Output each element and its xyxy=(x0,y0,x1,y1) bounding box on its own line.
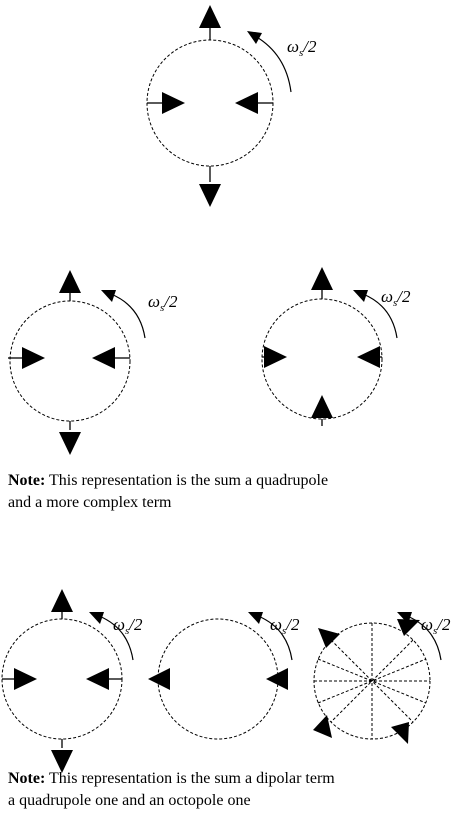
omega-label: ωs/2 xyxy=(113,615,143,637)
note-label: Note: xyxy=(8,770,46,787)
arrow-down xyxy=(51,739,73,773)
arrow-bottom-up xyxy=(311,395,333,426)
arrow-right-inward xyxy=(86,668,122,690)
diagram-bottom-right-octopole: ωs/2 xyxy=(313,612,451,744)
arrow-left-point-left xyxy=(148,668,170,690)
octopole-arrow-2 xyxy=(397,619,420,636)
arrow-left-inward xyxy=(8,347,45,369)
rotation-arrow xyxy=(101,290,146,339)
arrow-down xyxy=(59,421,81,455)
arrow-left-inward xyxy=(2,668,37,690)
diagram-bottom-left: ωs/2 xyxy=(1,589,143,773)
arrow-up xyxy=(59,270,81,301)
omega-label: ωs/2 xyxy=(381,287,411,309)
octopole-arrow-1 xyxy=(318,628,340,648)
omega-label: ωs/2 xyxy=(148,292,178,314)
dashed-circle xyxy=(157,618,279,740)
arrow-up xyxy=(311,267,333,299)
octopole-arrow-4 xyxy=(391,722,409,744)
omega-label: ωs/2 xyxy=(270,615,300,637)
arrow-up xyxy=(51,589,73,619)
rotation-arrow xyxy=(248,612,293,661)
note-line-1: This representation is the sum a dipolar… xyxy=(45,770,335,787)
note-line-1: This representation is the sum a quadrup… xyxy=(45,472,329,489)
octopole-spokes xyxy=(314,623,430,739)
octopole-arrow-3 xyxy=(313,715,332,738)
note-quadrupole: Note: This representation is the sum a q… xyxy=(8,470,458,514)
note-label: Note: xyxy=(8,472,46,489)
arrow-right-point-left xyxy=(266,668,288,690)
arrow-up xyxy=(199,5,221,40)
rotation-arrow xyxy=(353,290,398,339)
arrow-right-inward xyxy=(235,92,273,114)
arrow-right-inward xyxy=(92,347,130,369)
omega-label: ωs/2 xyxy=(287,37,317,59)
arrow-left-inward xyxy=(147,92,185,114)
rotation-arrow xyxy=(89,612,134,661)
note-dipolar: Note: This representation is the sum a d… xyxy=(8,768,458,812)
arrow-down xyxy=(199,166,221,207)
diagram-quadrupole-top: ωs/2 xyxy=(146,5,317,207)
diagram-middle-right: ωs/2 xyxy=(261,267,411,426)
rotation-arrow xyxy=(397,612,442,661)
diagram-middle-left: ωs/2 xyxy=(8,270,178,455)
arrow-right-left xyxy=(357,346,382,368)
diagram-bottom-middle: ωs/2 xyxy=(148,612,300,740)
note-line-2: a quadrupole one and an octopole one xyxy=(8,792,251,809)
note-line-2: and a more complex term xyxy=(8,494,172,511)
omega-label: ωs/2 xyxy=(421,615,451,637)
rotation-arrow xyxy=(247,31,292,93)
arrow-left-right xyxy=(262,346,287,368)
